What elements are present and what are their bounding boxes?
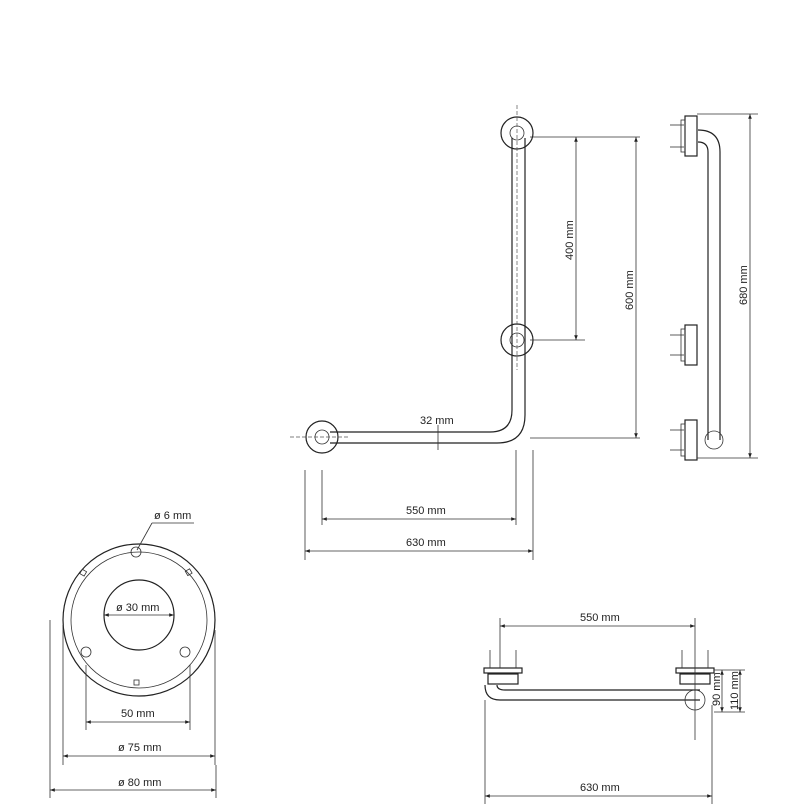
total-height-label: 680 mm <box>738 265 750 305</box>
depth-total-label: 110 mm <box>729 671 741 710</box>
horizontal-total-label: 630 mm <box>406 537 446 549</box>
vertical-height-label: 600 mm <box>624 270 636 310</box>
l-bar-front-view: 32 mm 400 mm 600 mm 550 mm 630 mm <box>290 105 640 560</box>
center-hole-label: ø 30 mm <box>116 602 159 614</box>
l-bar-side-view: 680 mm <box>670 113 758 461</box>
bottom-width-inner-label: 550 mm <box>580 612 620 624</box>
horizontal-inner-label: 550 mm <box>406 505 446 517</box>
inner-diameter-label: ø 75 mm <box>118 742 161 754</box>
flange-front-view: ø 6 mm ø 30 mm 50 mm ø 75 mm ø 80 mm <box>49 510 217 798</box>
vertical-spacing-label: 400 mm <box>564 220 576 260</box>
tube-diameter-label: 32 mm <box>420 415 454 427</box>
screw-hole-label: ø 6 mm <box>154 510 191 522</box>
l-bar-top-view: 550 mm 630 mm 90 mm 110 mm <box>483 612 745 804</box>
outer-diameter-label: ø 80 mm <box>118 777 161 789</box>
bottom-width-total-label: 630 mm <box>580 782 620 794</box>
hole-spacing-label: 50 mm <box>121 708 155 720</box>
depth-inner-label: 90 mm <box>711 672 723 706</box>
